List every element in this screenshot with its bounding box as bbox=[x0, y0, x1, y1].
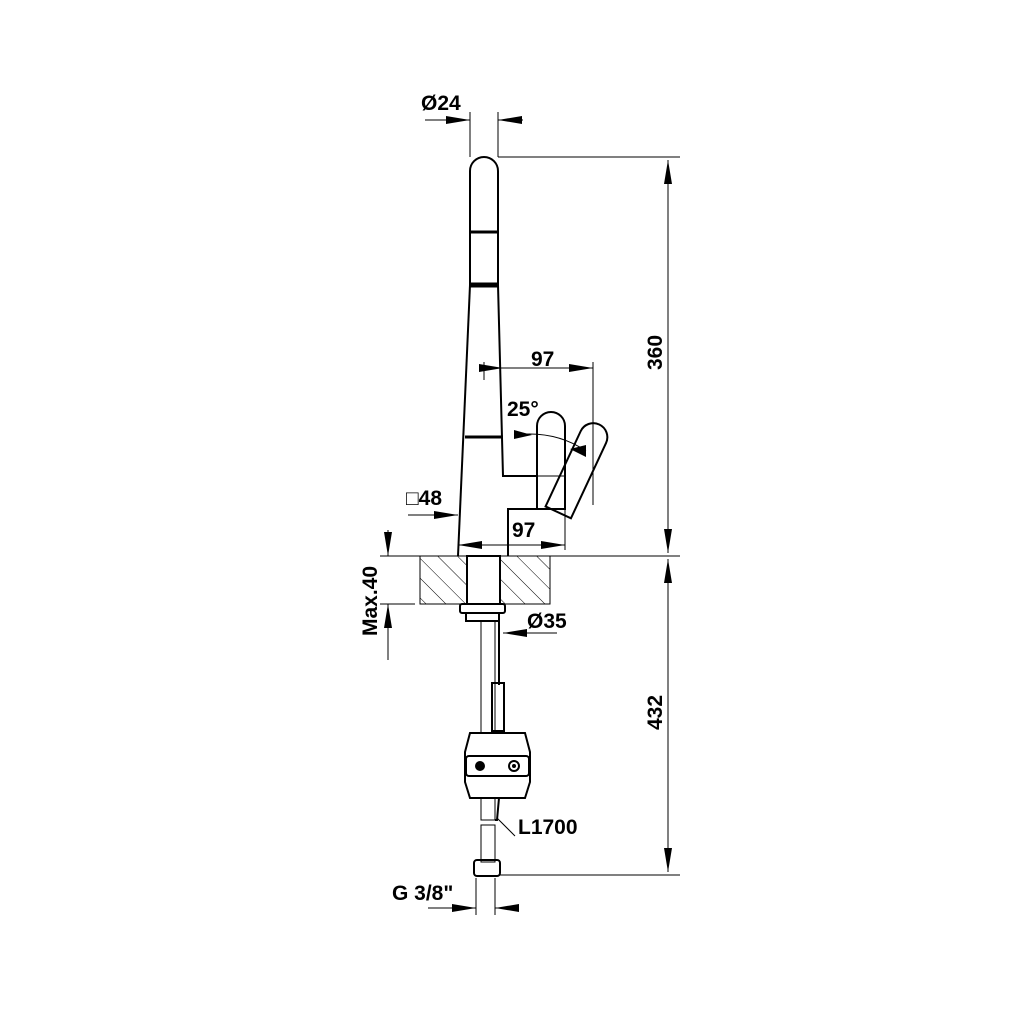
label-hose-length: L1700 bbox=[518, 816, 578, 839]
label-max-40: Max.40 bbox=[359, 566, 382, 636]
dimension-handle-97: 97 bbox=[479, 348, 594, 505]
hose-assembly bbox=[459, 603, 531, 877]
dimension-base-97: 97 bbox=[458, 510, 566, 550]
label-diameter-24: Ø24 bbox=[421, 92, 461, 115]
lever-handle bbox=[536, 411, 609, 520]
dimension-deck-max-40: Max.40 bbox=[359, 530, 415, 660]
dimension-height-360: 360 bbox=[388, 156, 680, 557]
dimension-length-432: 432 bbox=[500, 559, 680, 876]
label-thread-g38: G 3/8" bbox=[392, 882, 453, 905]
dimension-square-48: □48 bbox=[406, 487, 458, 519]
mounting-deck bbox=[419, 555, 551, 605]
dimension-angle-25: 25° bbox=[507, 398, 587, 457]
label-diameter-35: Ø35 bbox=[527, 610, 567, 633]
label-length-432: 432 bbox=[644, 695, 667, 730]
dimension-hose-length: L1700 bbox=[496, 816, 578, 839]
dimension-diameter-35: Ø35 bbox=[503, 610, 567, 637]
faucet-body bbox=[457, 156, 537, 557]
label-handle-97: 97 bbox=[531, 348, 554, 371]
label-base-97: 97 bbox=[512, 519, 535, 542]
label-angle-25: 25° bbox=[507, 398, 539, 421]
dimension-diameter-24: Ø24 bbox=[421, 92, 523, 157]
label-height-360: 360 bbox=[644, 335, 667, 370]
label-square-48: □48 bbox=[406, 487, 442, 510]
dimension-thread-g38: G 3/8" bbox=[392, 878, 519, 915]
